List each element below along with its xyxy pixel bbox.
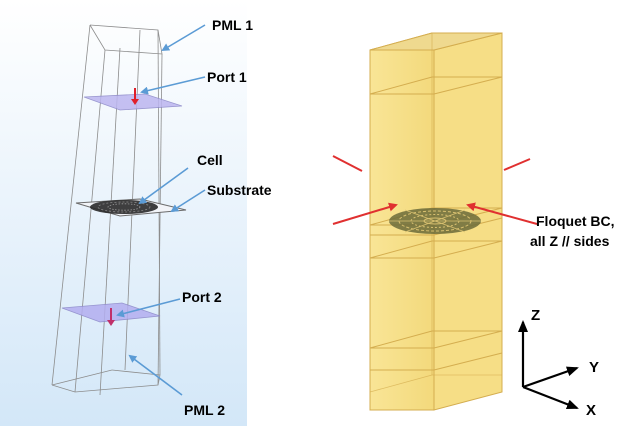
red-arrow-right [466,202,538,225]
callout-lines [116,24,206,396]
label-cell: Cell [197,152,223,168]
label-substrate: Substrate [207,182,272,198]
label-floquet-line2: all Z // sides [530,233,610,249]
label-axis-z: Z [531,307,540,324]
label-pml1: PML 1 [212,17,253,33]
pml1-callout [161,24,206,52]
label-floquet-line1: Floquet BC, [536,213,615,229]
port1-callout [140,76,206,95]
x-axis-arrow [522,385,579,410]
pml2-callout [128,354,183,396]
red-arrow-upper-left [332,155,363,172]
red-arrow-upper-right [503,158,531,171]
label-axis-y: Y [589,359,599,376]
cell-pattern [90,200,158,214]
cell-callout [138,167,189,205]
coordinate-axes [518,320,579,410]
label-port2: Port 2 [182,289,222,305]
floquet-arrows [332,155,538,225]
cell-pattern-right [389,208,481,234]
label-axis-x: X [586,402,596,419]
label-pml2: PML 2 [184,402,225,418]
port2-callout [116,298,181,318]
red-arrow-left [332,202,398,225]
label-port1: Port 1 [207,69,247,85]
substrate-callout [170,189,206,213]
y-axis-arrow [522,366,579,389]
